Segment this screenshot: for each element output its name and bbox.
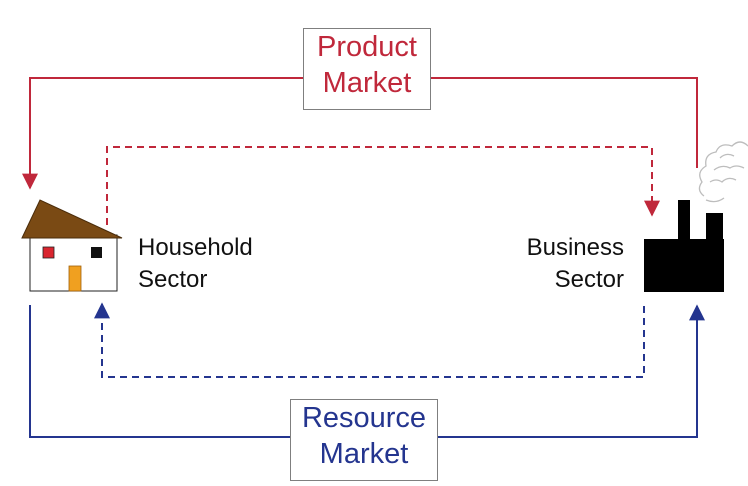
resource-market-line2: Market: [319, 438, 409, 470]
household-label-line1: Household: [138, 234, 253, 261]
resource-market-box: Resource Market: [290, 399, 438, 481]
business-sector-label: Business Sector: [527, 232, 624, 296]
business-label-line1: Business: [526, 234, 624, 261]
house-icon: [21, 199, 123, 292]
product-market-line1: Product: [317, 31, 417, 63]
resource-flow-dashed-arrow: [94, 302, 645, 378]
resource-market-line1: Resource: [301, 402, 427, 434]
household-label-line2: Sector: [138, 266, 208, 293]
smoke-icon: [698, 141, 748, 203]
product-market-box: Product Market: [303, 28, 431, 110]
business-label-line2: Sector: [554, 266, 624, 293]
factory-icon: [644, 200, 724, 292]
household-sector-label: Household Sector: [138, 232, 253, 296]
product-market-line2: Market: [322, 67, 412, 99]
product-flow-dashed-arrow: [106, 146, 660, 225]
